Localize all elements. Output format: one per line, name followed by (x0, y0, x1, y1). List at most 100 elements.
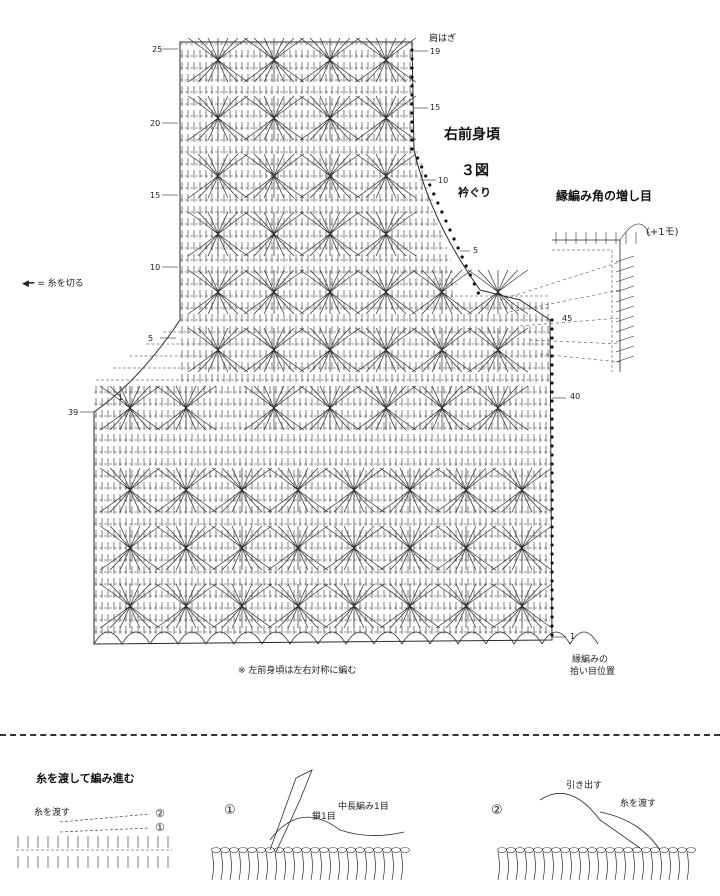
fan-stroke (267, 489, 299, 513)
fan-motif (187, 269, 249, 315)
corner-tick (615, 255, 635, 263)
fan-stroke (217, 291, 239, 315)
fan-stroke (329, 37, 341, 61)
fan-stroke (253, 349, 275, 373)
fan-motif (299, 269, 361, 315)
fan-stroke (445, 467, 467, 491)
fan-stroke (333, 525, 355, 549)
fan-motif (187, 95, 249, 141)
fan-stroke (409, 605, 421, 629)
fan-stroke (263, 95, 275, 119)
fan-stroke (411, 385, 443, 409)
fan-stroke (385, 233, 397, 257)
fan-stroke (243, 95, 275, 119)
fan-stroke (329, 407, 351, 431)
fabric-stitch (382, 851, 385, 881)
fan-stroke (409, 467, 421, 491)
edge-dot (550, 327, 554, 331)
yarn-line (269, 816, 405, 841)
fan-stroke (263, 291, 275, 315)
step-mark-1: ① (155, 821, 165, 834)
fan-stroke (299, 37, 331, 61)
fan-motif (435, 467, 497, 513)
fan-stroke (273, 59, 295, 83)
fan-stroke (497, 349, 529, 373)
fan-stroke (355, 233, 387, 257)
fan-stroke (385, 153, 397, 177)
fan-stroke (273, 117, 295, 141)
fan-stroke (431, 269, 443, 293)
fan-stroke (379, 467, 411, 491)
fan-stroke (217, 291, 229, 315)
fabric-stitch (578, 851, 581, 881)
fan-stroke (319, 175, 331, 199)
fan-stroke (273, 407, 295, 431)
fabric-loop (677, 847, 687, 853)
fan-stroke (297, 525, 309, 549)
fan-stroke (355, 327, 387, 351)
fan-motif (355, 385, 417, 431)
fan-stroke (243, 385, 275, 409)
edge-dot (420, 165, 424, 169)
edge-dot (550, 516, 554, 520)
fan-stroke (355, 153, 387, 177)
fan-stroke (319, 37, 331, 61)
fabric-stitch (364, 851, 367, 881)
corner-tick (615, 285, 635, 293)
fan-stroke (329, 117, 341, 141)
fan-stroke (273, 291, 285, 315)
fan-stroke (365, 349, 387, 373)
fan-stroke (309, 327, 331, 351)
fan-stroke (355, 407, 387, 431)
fan-stroke (385, 175, 397, 199)
fan-stroke (263, 269, 275, 293)
fan-stroke (197, 37, 219, 61)
fan-stroke (297, 489, 309, 513)
fan-stroke (217, 37, 239, 61)
fan-stroke (375, 233, 387, 257)
fabric-loop (229, 847, 239, 853)
edge-dot (550, 345, 554, 349)
fan-stroke (217, 175, 239, 199)
fan-stroke (267, 583, 299, 607)
fabric-loop (578, 847, 588, 853)
fan-stroke (217, 269, 229, 293)
fan-stroke (465, 525, 487, 549)
fabric-stitch (686, 851, 689, 881)
fan-stroke (399, 605, 411, 629)
fan-stroke (409, 489, 421, 513)
fan-stroke (497, 385, 519, 409)
fan-stroke (273, 349, 285, 373)
fan-stroke (477, 385, 499, 409)
fan-stroke (243, 117, 275, 141)
fan-stroke (389, 467, 411, 491)
fan-stroke (253, 269, 275, 293)
edge-dot (550, 525, 554, 529)
fan-stroke (365, 175, 387, 199)
fan-stroke (497, 385, 509, 409)
fan-stroke (497, 407, 529, 431)
fan-motif (467, 327, 529, 373)
fan-stroke (185, 407, 197, 431)
fan-stroke (465, 547, 477, 571)
edge-dot (410, 66, 414, 70)
fabric-stitch (319, 851, 322, 881)
fabric-stitch (524, 851, 527, 881)
fan-stitch-motifs (99, 37, 553, 629)
fan-stroke (385, 117, 407, 141)
edge-dot (550, 561, 554, 565)
chain-one-label: 鎖1目 (312, 812, 336, 822)
fan-stroke (389, 547, 411, 571)
fabric-stitch (274, 851, 277, 881)
corner-tick (615, 295, 635, 303)
fan-stroke (175, 525, 187, 549)
fan-stroke (353, 525, 365, 549)
fan-stroke (241, 547, 253, 571)
fan-stroke (501, 489, 523, 513)
fan-stroke (253, 59, 275, 83)
fan-stroke (273, 233, 295, 257)
fan-stroke (187, 327, 219, 351)
fabric-loop (319, 847, 329, 853)
fan-stroke (165, 467, 187, 491)
fan-stroke (217, 233, 239, 257)
